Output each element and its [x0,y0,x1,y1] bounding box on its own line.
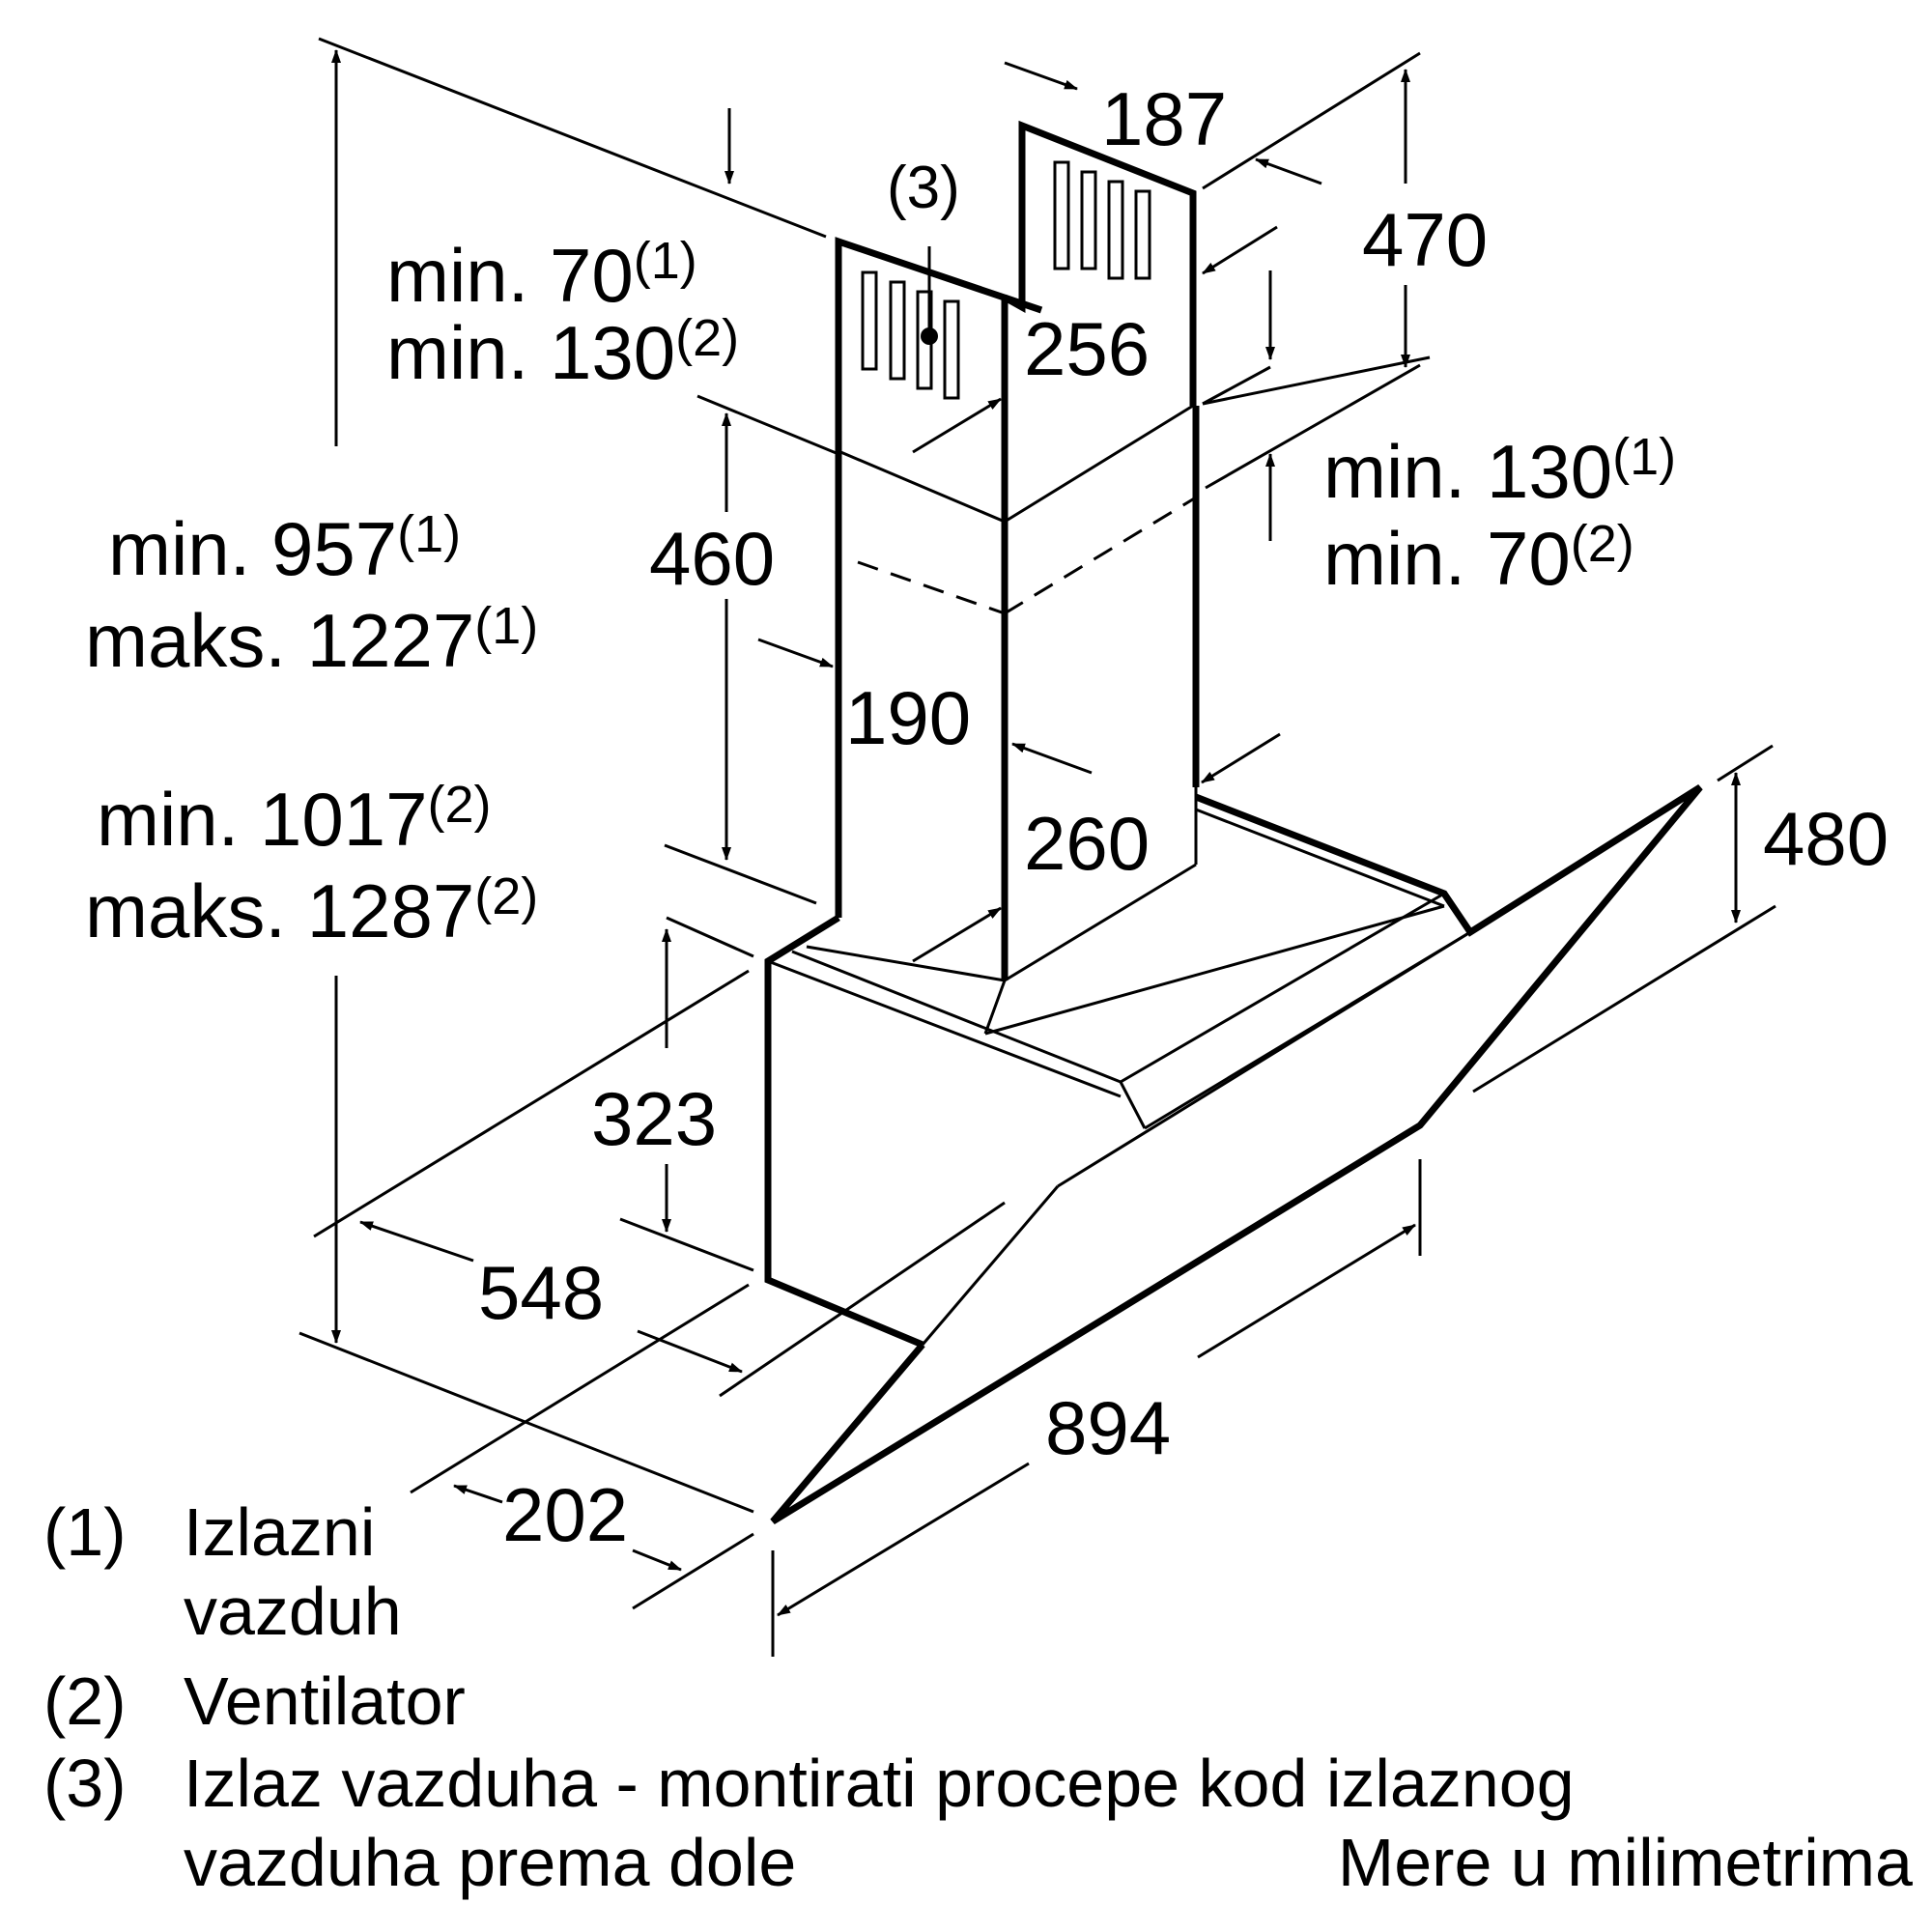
label-256: 256 [1024,306,1150,391]
legend-text: Izlazni [184,1494,376,1570]
unit-note: Mere u milimetrima [1337,1825,1913,1900]
label-202: 202 [502,1472,628,1557]
legend-number: (1) [43,1494,127,1570]
legend-text: Izlaz vazduha - montirati procepe kod iz… [184,1746,1575,1821]
legend-item-1: (1) Izlazni vazduh [43,1492,720,1657]
legend-text: Ventilator [184,1663,466,1739]
legend-number: (3) [43,1746,127,1821]
label-min130-2: min. 130(2) [386,309,739,395]
dimension-lines [298,37,1776,1657]
legend-item-2: (2) Ventilator [43,1662,720,1748]
label-323: 323 [591,1076,717,1161]
label-outlet-marker: (3) [887,155,960,221]
outlet-slots-right [1053,160,1151,280]
label-460: 460 [649,516,775,601]
outlet-slots-left [861,246,960,400]
legend-number: (2) [43,1663,127,1739]
upper-chimney [835,120,1197,524]
outlet-marker-dot [921,327,938,345]
label-min957: min. 957(1) [108,505,461,591]
label-548: 548 [478,1250,604,1335]
label-min130-1: min. 130(1) [1323,428,1676,514]
legend-text: vazduha prema dole [184,1825,797,1900]
label-maks1227: maks. 1227(1) [85,597,538,683]
label-894: 894 [1045,1385,1171,1470]
label-470: 470 [1362,197,1488,282]
label-min70-2: min. 70(2) [1323,515,1634,601]
label-maks1287: maks. 1287(2) [85,867,538,953]
legend-text: vazduh [184,1574,402,1649]
label-187: 187 [1101,76,1227,161]
label-480: 480 [1763,796,1889,881]
label-190: 190 [845,675,971,760]
label-min1017: min. 1017(2) [97,776,492,862]
hood-body [764,784,1703,1524]
label-min70-1: min. 70(1) [386,232,697,318]
label-260: 260 [1024,801,1150,886]
legend-item-3: (3) Izlaz vazduha - montirati procepe ko… [43,1744,1879,1908]
lower-chimney [835,406,1200,982]
